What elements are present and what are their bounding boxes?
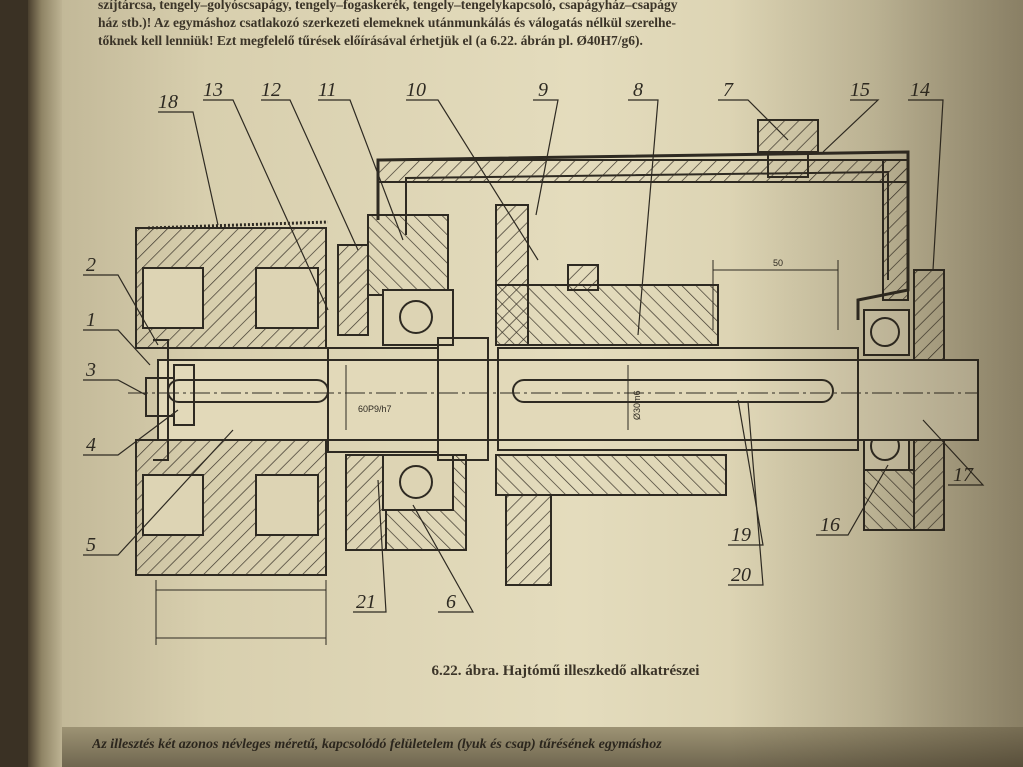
- housing-flange: [367, 214, 449, 296]
- label-14: 14: [910, 79, 930, 101]
- label-3: 3: [85, 359, 96, 381]
- gearbox-drawing: 50 60P9/h7 Ø30m6 18 13 12 11 10 9 8 7 15…: [83, 79, 985, 645]
- plug: [757, 119, 819, 153]
- label-11: 11: [318, 79, 337, 101]
- book-page: szíjtárcsa, tengely–golyóscsapágy, tenge…: [28, 0, 1023, 767]
- book-spine: [28, 0, 62, 767]
- bottom-text: Az illesztés két azonos névleges méretű,…: [92, 737, 662, 752]
- label-20: 20: [731, 564, 751, 586]
- label-17: 17: [953, 464, 974, 486]
- bottom-band: [62, 727, 1023, 767]
- label-21: 21: [356, 591, 376, 613]
- dimension-50: 50: [773, 258, 783, 268]
- fit-label: 60P9/h7: [358, 404, 392, 414]
- label-8: 8: [633, 79, 643, 101]
- label-6: 6: [446, 591, 456, 613]
- top-paragraph: szíjtárcsa, tengely–golyóscsapágy, tenge…: [98, 0, 1018, 50]
- shaft: [157, 359, 979, 441]
- label-5: 5: [86, 534, 96, 556]
- label-9: 9: [538, 79, 548, 101]
- label-4: 4: [86, 434, 96, 456]
- figure-caption: 6.22. ábra. Hajtómű illeszkedő alkatrész…: [431, 663, 700, 679]
- text-line: tőknek kell lenniük! Ezt megfelelő tűrés…: [98, 33, 643, 48]
- label-13: 13: [203, 79, 223, 101]
- label-2: 2: [86, 254, 96, 276]
- shaft-dimension: Ø30m6: [632, 390, 642, 420]
- label-12: 12: [261, 79, 281, 101]
- label-15: 15: [850, 79, 870, 101]
- housing-top: [377, 159, 909, 183]
- label-19: 19: [731, 524, 751, 546]
- label-16: 16: [820, 514, 840, 536]
- label-7: 7: [723, 79, 734, 101]
- housing-right: [882, 159, 909, 301]
- text-line: szíjtárcsa, tengely–golyóscsapágy, tenge…: [98, 0, 678, 12]
- label-1: 1: [86, 309, 96, 331]
- label-10: 10: [406, 79, 426, 101]
- label-18: 18: [158, 91, 178, 113]
- text-line: ház stb.)! Az egymáshoz csatlakozó szerk…: [98, 15, 676, 30]
